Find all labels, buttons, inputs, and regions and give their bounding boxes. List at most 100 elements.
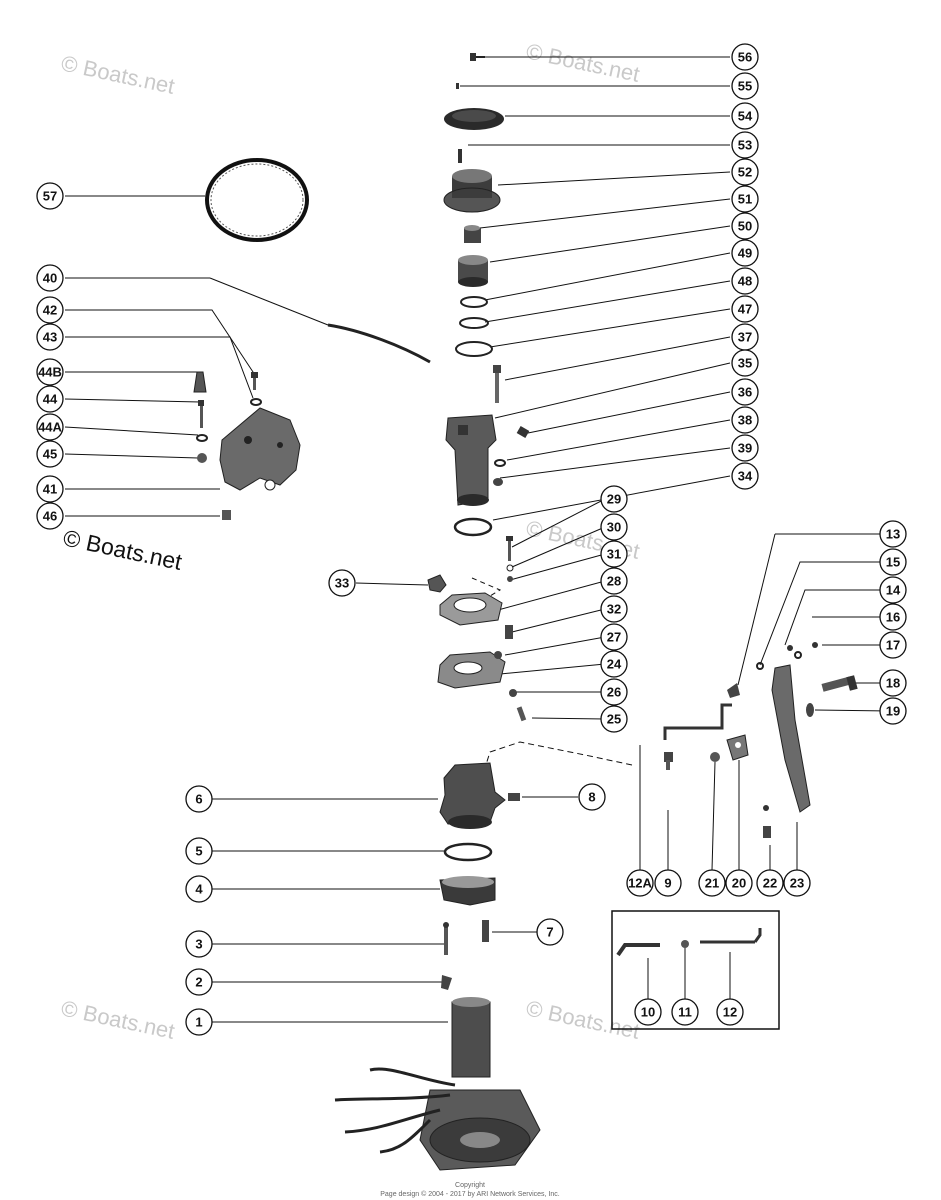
part-1-base-assembly	[334, 997, 541, 1171]
callout-55: 55	[731, 72, 759, 100]
svg-text:24: 24	[607, 657, 622, 672]
svg-text:38: 38	[738, 413, 752, 428]
svg-text:12: 12	[723, 1005, 737, 1020]
svg-text:27: 27	[607, 630, 621, 645]
svg-text:13: 13	[886, 527, 900, 542]
part-14-nut	[787, 645, 793, 651]
part-43-washer	[250, 398, 262, 406]
part-15-washer	[756, 662, 764, 670]
part-50-bearing	[458, 255, 488, 287]
watermark-main: © Boats.net	[61, 524, 185, 575]
callout-44A: 44A	[36, 413, 64, 441]
part-49-ring	[460, 296, 488, 308]
callout-38: 38	[731, 406, 759, 434]
svg-text:25: 25	[607, 712, 621, 727]
part-51-bushing	[464, 225, 481, 243]
svg-text:39: 39	[738, 441, 752, 456]
part-30-washer	[506, 564, 514, 572]
svg-text:53: 53	[738, 138, 752, 153]
part-3-pin	[443, 922, 449, 955]
callout-45: 45	[36, 440, 64, 468]
callout-28: 28	[600, 567, 628, 595]
svg-text:20: 20	[732, 876, 746, 891]
svg-text:17: 17	[886, 638, 900, 653]
part-37-bolt	[493, 365, 501, 403]
svg-text:51: 51	[738, 192, 752, 207]
callout-48: 48	[731, 267, 759, 295]
svg-text:10: 10	[641, 1005, 655, 1020]
svg-text:50: 50	[738, 219, 752, 234]
callout-18: 18	[879, 669, 907, 697]
part-39-nut	[493, 478, 503, 486]
part-20-bushing	[726, 734, 749, 761]
callout-22: 22	[756, 869, 784, 897]
svg-text:4: 4	[195, 882, 203, 897]
svg-text:44A: 44A	[38, 420, 62, 435]
svg-text:16: 16	[886, 610, 900, 625]
svg-text:23: 23	[790, 876, 804, 891]
callout-5: 5	[185, 837, 213, 865]
svg-text:47: 47	[738, 302, 752, 317]
part-24-bracket	[437, 651, 506, 689]
svg-text:9: 9	[664, 876, 671, 891]
part-53-pin	[458, 149, 462, 163]
part-5-ring	[443, 842, 493, 862]
part-32-spring	[505, 625, 513, 639]
watermark-top-center: © Boats.net	[524, 38, 642, 86]
part-55-pin	[456, 83, 459, 89]
part-57-belt	[205, 158, 309, 242]
svg-text:37: 37	[738, 330, 752, 345]
callout-31: 31	[600, 540, 628, 568]
callout-53: 53	[731, 131, 759, 159]
svg-text:41: 41	[43, 482, 57, 497]
part-34-o-ring	[453, 517, 493, 537]
svg-text:11: 11	[678, 1005, 692, 1020]
svg-text:14: 14	[886, 583, 901, 598]
callout-42: 42	[36, 296, 64, 324]
callout-27: 27	[600, 623, 628, 651]
callout-51: 51	[731, 185, 759, 213]
svg-text:43: 43	[43, 330, 57, 345]
callout-15: 15	[879, 548, 907, 576]
callout-10: 10	[634, 998, 662, 1026]
part-42-screw	[251, 372, 258, 390]
leader-lines	[64, 56, 894, 1023]
svg-text:28: 28	[607, 574, 621, 589]
callout-50: 50	[731, 212, 759, 240]
svg-text:45: 45	[43, 447, 57, 462]
part-17-nut	[812, 642, 818, 648]
callout-23: 23	[783, 869, 811, 897]
part-44A-washer	[196, 434, 208, 442]
callout-14: 14	[879, 576, 907, 604]
part-52-flywheel-hub	[443, 169, 501, 213]
part-46-nut	[222, 510, 231, 520]
part-4-band	[439, 876, 496, 906]
svg-text:31: 31	[607, 547, 621, 562]
svg-text:6: 6	[195, 792, 202, 807]
callout-13: 13	[879, 520, 907, 548]
callout-24: 24	[600, 650, 628, 678]
part-38-washer	[494, 459, 506, 467]
callout-57: 57	[36, 182, 64, 210]
svg-text:42: 42	[43, 303, 57, 318]
svg-text:35: 35	[738, 356, 752, 371]
svg-text:46: 46	[43, 509, 57, 524]
svg-text:44B: 44B	[38, 365, 62, 380]
callout-56: 56	[731, 43, 759, 71]
svg-text:48: 48	[738, 274, 752, 289]
callout-44B: 44B	[36, 358, 64, 386]
callout-20: 20	[725, 869, 753, 897]
part-41-bracket	[219, 407, 301, 491]
part-40-cable	[327, 323, 431, 364]
callout-12: 12	[716, 998, 744, 1026]
callout-40: 40	[36, 264, 64, 292]
watermark-bottom-right: © Boats.net	[524, 995, 642, 1043]
callout-1: 1	[185, 1008, 213, 1036]
part-44B-pin	[193, 371, 207, 393]
svg-text:22: 22	[763, 876, 777, 891]
callouts: 56 55 54 53 52 51 50 49 48 47 37 35 36 3…	[36, 43, 907, 1036]
callout-11: 11	[671, 998, 699, 1026]
part-28-plate	[439, 592, 503, 626]
svg-text:1: 1	[195, 1015, 202, 1030]
callout-46: 46	[36, 502, 64, 530]
